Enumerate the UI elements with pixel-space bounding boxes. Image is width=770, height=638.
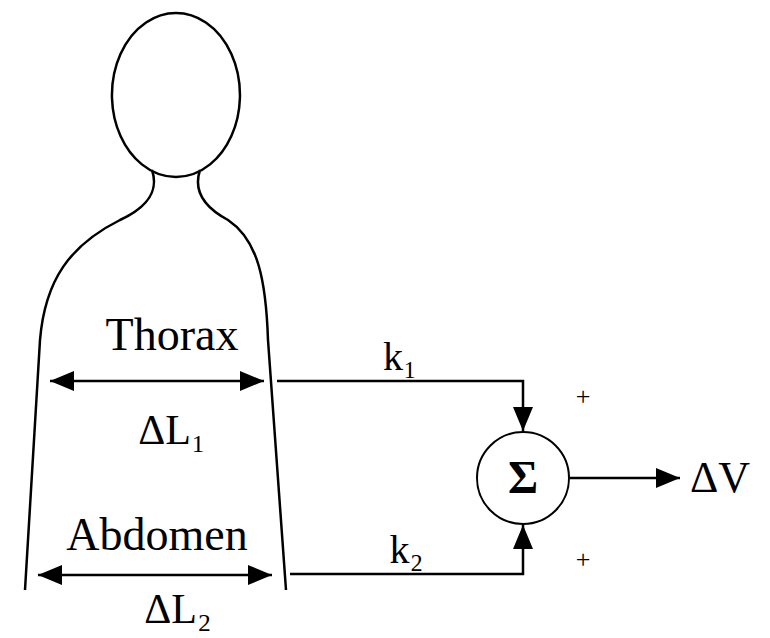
summation-symbol: Σ: [508, 455, 538, 501]
signal-connector: [277, 381, 523, 431]
dimension-label: ΔL₂: [144, 588, 211, 630]
thorax-dimension-arrow: [50, 380, 264, 383]
sign-label: +: [576, 547, 591, 573]
sign-label: +: [576, 384, 591, 410]
output-label: ΔV: [690, 456, 750, 500]
body-silhouette: [25, 13, 286, 590]
gain-label: k₂: [390, 530, 424, 570]
body-outline: ThoraxΔL₁ AbdomenΔL₂: [0, 0, 300, 638]
summing-junction: Σ: [476, 431, 570, 525]
gain-label: k₁: [383, 337, 417, 377]
dimension-label: ΔL₁: [138, 409, 205, 451]
region-label: Thorax: [106, 312, 239, 358]
region-label: Abdomen: [66, 512, 247, 558]
signal-connector: [290, 525, 523, 574]
output-arrow: [570, 477, 680, 480]
abdomen-dimension-arrow: [38, 574, 272, 577]
